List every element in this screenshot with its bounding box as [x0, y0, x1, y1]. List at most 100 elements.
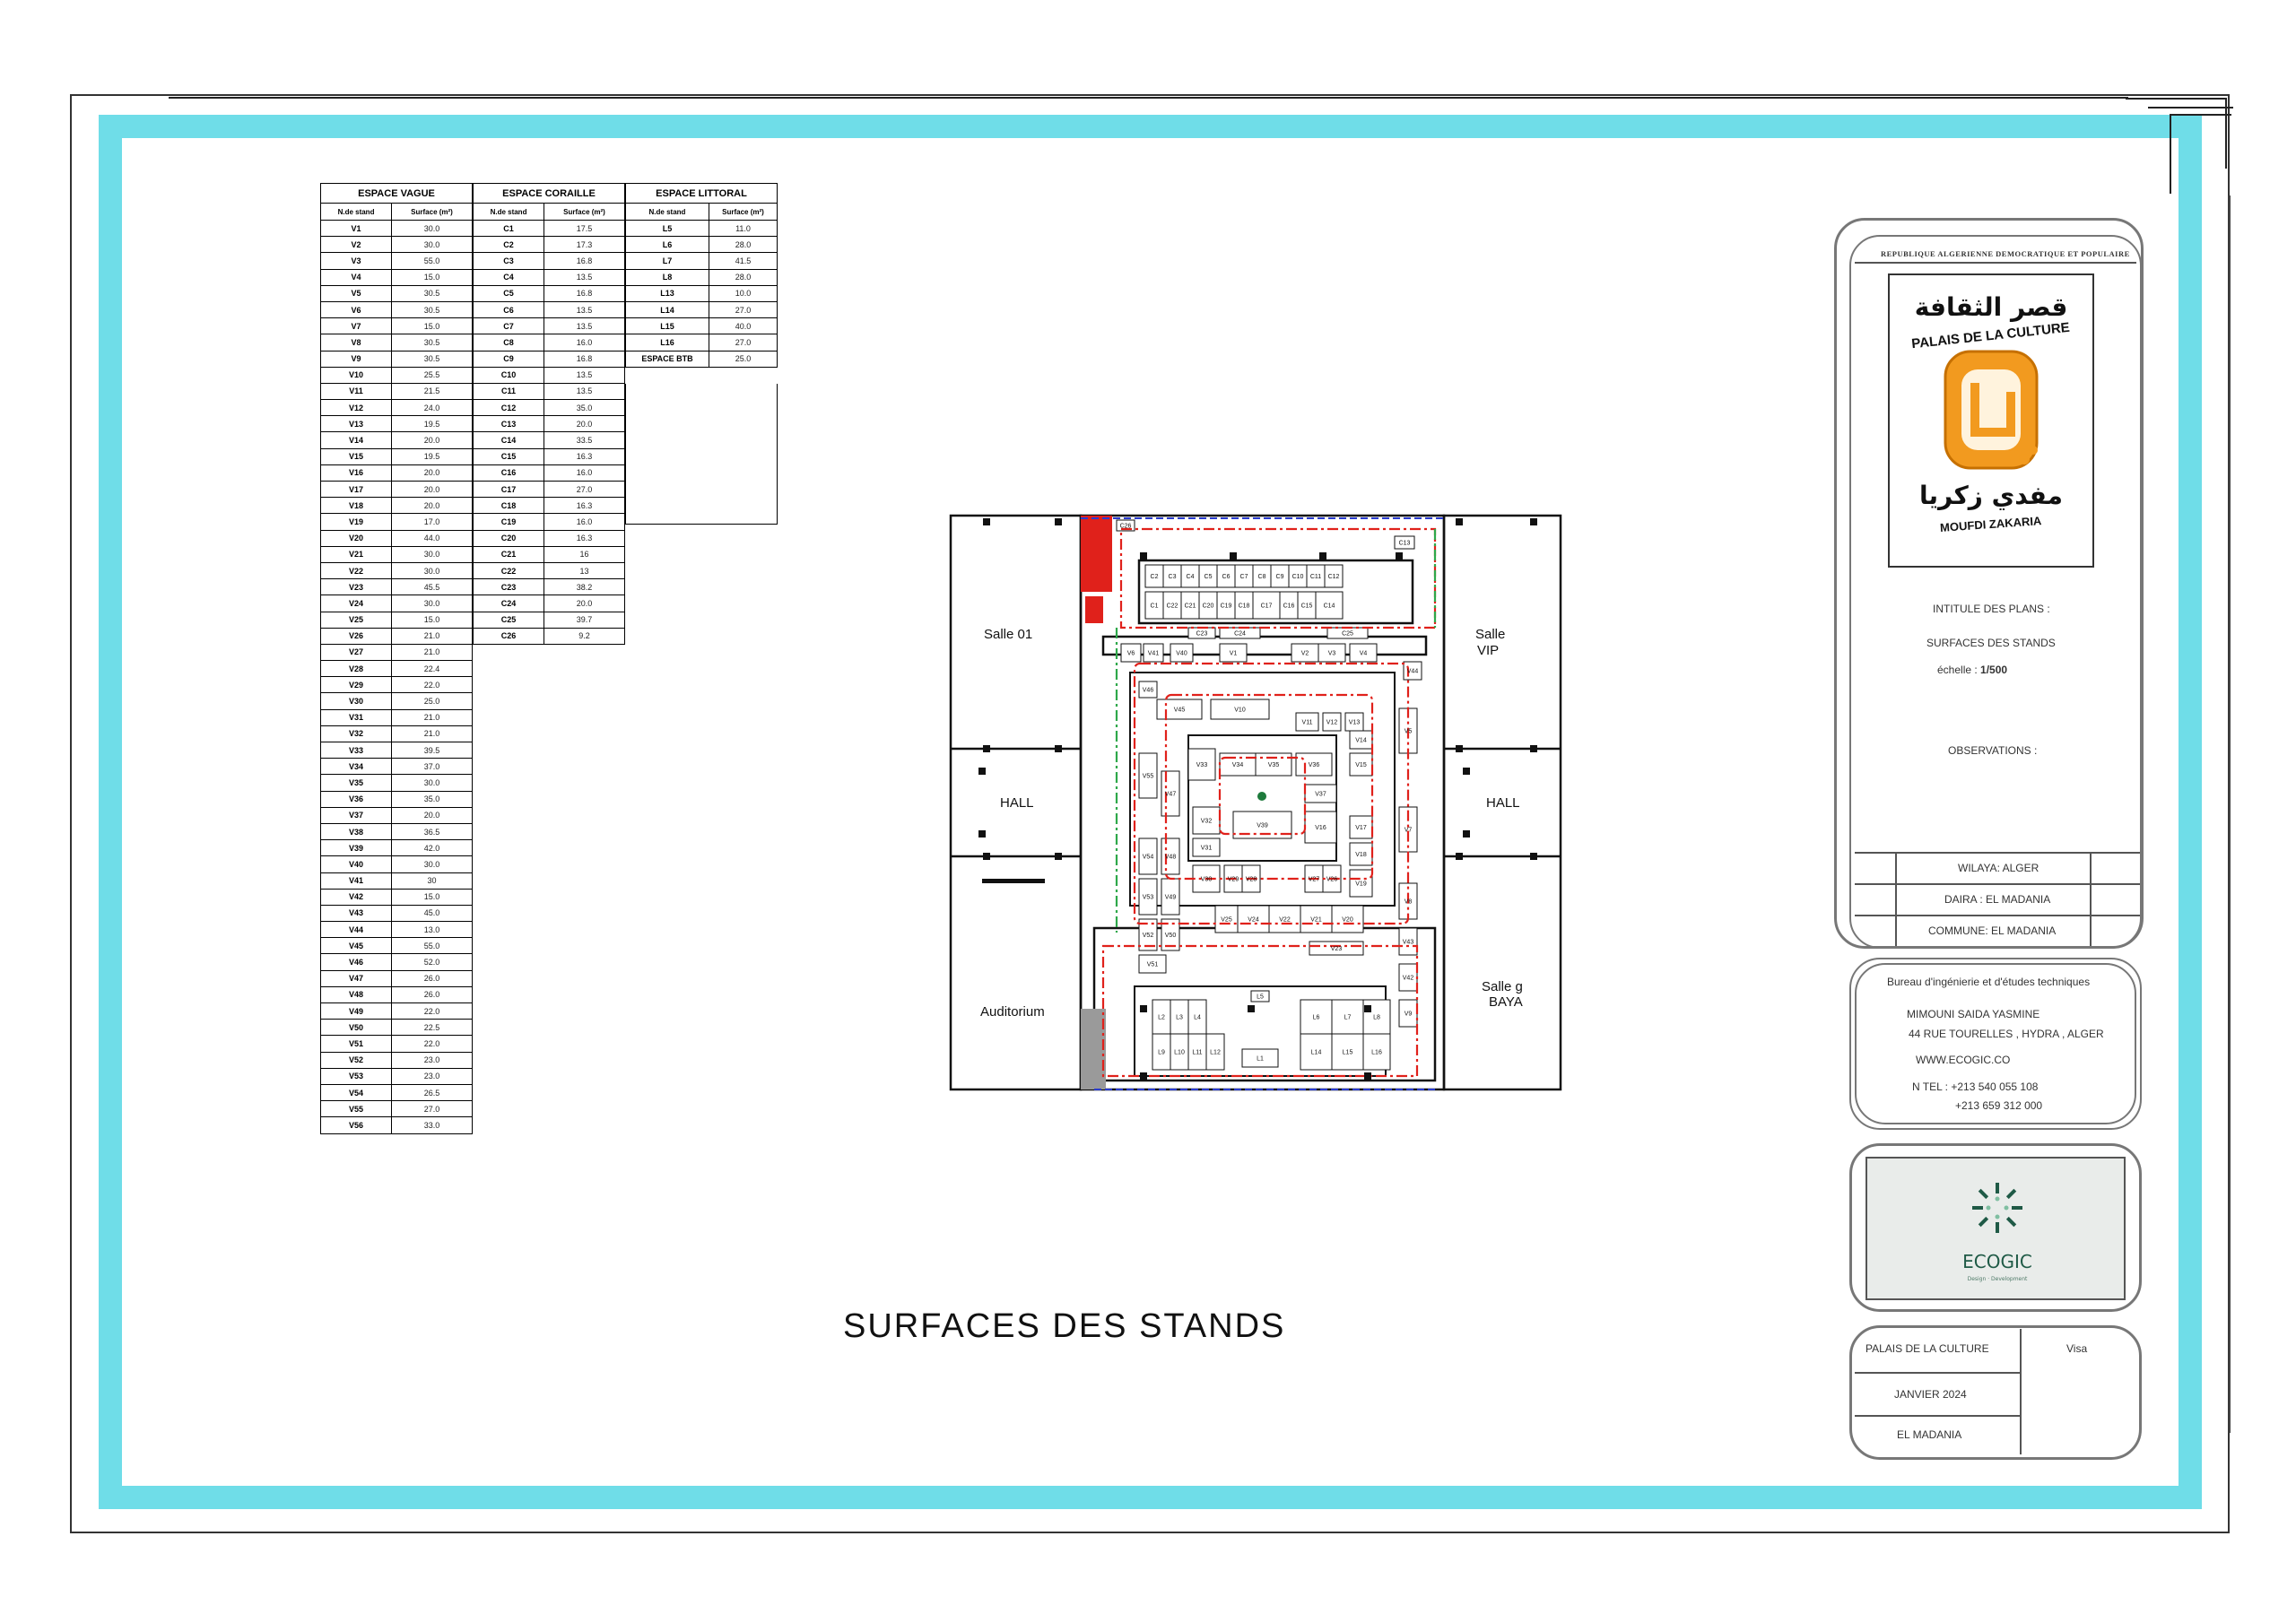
- logo-sub: MOUFDI ZAKARIA: [1940, 514, 2043, 534]
- stand-label: C3: [1169, 574, 1177, 580]
- stand-surface: 26.0: [391, 969, 473, 987]
- stand-label: C18: [1239, 603, 1250, 610]
- room-hall-left: HALL: [1000, 795, 1034, 811]
- stand-id: V48: [319, 985, 393, 1004]
- stand-box: [1362, 1033, 1391, 1071]
- stand-label: V23: [1331, 946, 1343, 952]
- stand-label: L6: [1313, 1015, 1320, 1021]
- location-table: WILAYA: ALGER DAIRA : EL MADANIA COMMUNE…: [1855, 852, 2140, 946]
- column-mark: [978, 768, 986, 775]
- stand-label: V28: [1246, 877, 1257, 883]
- stand-id: V39: [319, 839, 393, 857]
- stand-surface: 16.8: [544, 350, 625, 368]
- stand-label: V53: [1143, 895, 1154, 901]
- red-route-vague-outer: [1133, 662, 1410, 925]
- stand-box: [1138, 918, 1158, 951]
- stand-label: C23: [1196, 631, 1208, 638]
- column-mark: [1055, 853, 1062, 860]
- stand-box: [1138, 838, 1158, 875]
- stand-id: V44: [319, 921, 393, 939]
- stand-label: C2: [1151, 574, 1159, 580]
- stand-surface: 21.0: [391, 725, 473, 743]
- column-mark: [1055, 745, 1062, 752]
- stand-surface: 25.0: [391, 692, 473, 710]
- stand-box: [1331, 905, 1364, 933]
- stand-surface: 13.5: [544, 300, 625, 319]
- stand-surface: 20.0: [391, 806, 473, 824]
- stand-label: V26: [1326, 877, 1338, 883]
- stand-label: V47: [1165, 792, 1177, 798]
- stand-id: V27: [319, 643, 393, 662]
- stand-label: V52: [1143, 933, 1154, 939]
- engineer-name: MIMOUNI SAIDA YASMINE: [1907, 1008, 2040, 1020]
- stand-id: V30: [319, 692, 393, 710]
- stand-surface: 30.0: [391, 545, 473, 563]
- scale-value: 1/500: [1980, 664, 2008, 676]
- stand-id: C20: [472, 529, 545, 547]
- stand-id: V51: [319, 1035, 393, 1053]
- table-header: ESPACE LITTORAL: [625, 183, 778, 204]
- stand-id: V15: [319, 447, 393, 465]
- table-header: ESPACE VAGUE: [320, 183, 473, 204]
- stand-label: V2: [1301, 651, 1309, 657]
- stand-surface: 13.5: [544, 317, 625, 335]
- stand-label: L2: [1158, 1015, 1165, 1021]
- stand-id: L16: [625, 334, 709, 352]
- stand-surface: 30: [391, 872, 473, 890]
- stand-box: [1304, 811, 1337, 844]
- stand-label: V33: [1196, 762, 1208, 768]
- website-link[interactable]: WWW.ECOGIC.CO: [1916, 1054, 2011, 1066]
- room-salle-vip-line2: VIP: [1477, 643, 1499, 658]
- stand-surface: 20.0: [391, 464, 473, 482]
- logo-arabic-top: قصر الثقافة: [1915, 292, 2068, 322]
- stand-id: C1: [472, 219, 545, 238]
- stand-box: [1349, 869, 1373, 898]
- stand-id: C7: [472, 317, 545, 335]
- stand-surface: 39.7: [544, 611, 625, 629]
- stand-label: C11: [1310, 574, 1321, 580]
- intitule-label: INTITULE DES PLANS :: [1933, 603, 2050, 615]
- stand-surface: 16.0: [544, 334, 625, 352]
- stand-label: V45: [1174, 707, 1186, 714]
- column-mark: [1364, 1072, 1371, 1080]
- stand-surface: 22.0: [391, 1035, 473, 1053]
- stand-id: C4: [472, 268, 545, 286]
- stand-id: L6: [625, 236, 709, 254]
- stand-label: V37: [1315, 792, 1326, 798]
- stand-id: C18: [472, 497, 545, 515]
- column-mark: [1140, 552, 1147, 560]
- stand-label: V51: [1147, 962, 1159, 968]
- stand-label: C22: [1167, 603, 1178, 610]
- stand-label: V39: [1257, 823, 1268, 829]
- column-mark: [1248, 1005, 1255, 1012]
- stand-surface: 30.5: [391, 284, 473, 302]
- red-entrance-block: [1081, 516, 1112, 592]
- stand-id: V36: [319, 790, 393, 808]
- date: JANVIER 2024: [1894, 1388, 1967, 1401]
- stand-label: L10: [1174, 1050, 1185, 1056]
- stand-box: [1192, 838, 1221, 857]
- stand-box: [1120, 643, 1142, 663]
- stand-label: L5: [1257, 994, 1264, 1001]
- stand-surface: 13.0: [391, 921, 473, 939]
- stand-box: [1187, 748, 1216, 781]
- stand-surface: 25.0: [708, 350, 778, 368]
- stand-id: V13: [319, 415, 393, 433]
- stand-label: V32: [1201, 819, 1213, 825]
- stand-box: [1295, 752, 1333, 777]
- stand-id: C12: [472, 399, 545, 417]
